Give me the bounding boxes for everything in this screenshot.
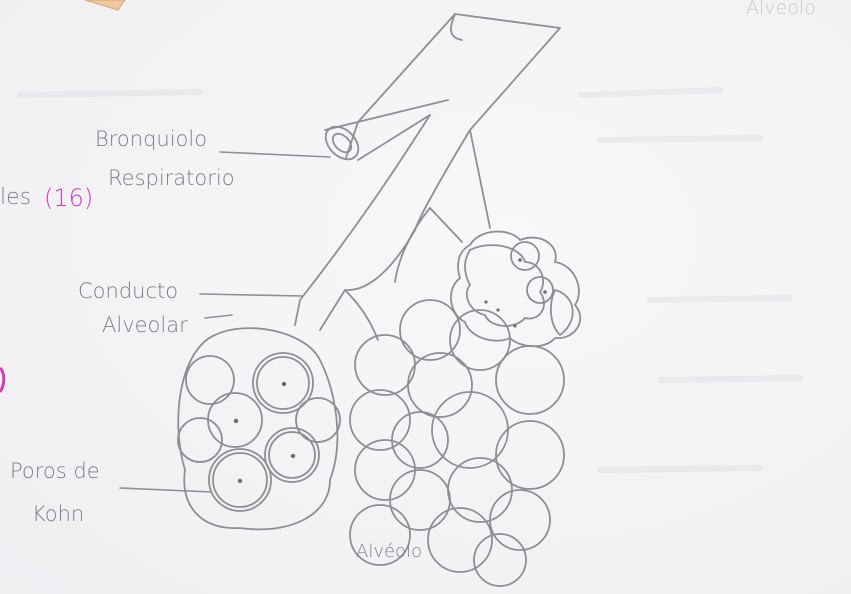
left-partial-text: les bbox=[0, 185, 31, 210]
alveoli-open bbox=[451, 232, 580, 347]
alveolar-sac-left bbox=[178, 328, 340, 529]
label-conducto-line1: Conducto bbox=[78, 279, 178, 303]
label-conducto-line2: Alveolar bbox=[102, 313, 188, 337]
label-alveolo: Alvéolo bbox=[356, 541, 422, 562]
top-right-partial-text: Alveolo bbox=[746, 0, 816, 19]
left-pink-number: (16) bbox=[44, 184, 93, 212]
label-bronquiolo-line1: Bronquiolo bbox=[95, 127, 207, 151]
label-poros-line1: Poros de bbox=[10, 459, 100, 483]
label-poros-line2: Kohn bbox=[32, 502, 84, 526]
label-bronquiolo-line2: Respiratorio bbox=[108, 166, 235, 190]
marker-tip bbox=[85, 0, 125, 10]
pink-edge-mark bbox=[0, 368, 4, 392]
alveolar-duct bbox=[295, 115, 470, 340]
respiratory-bronchiole bbox=[319, 14, 560, 228]
